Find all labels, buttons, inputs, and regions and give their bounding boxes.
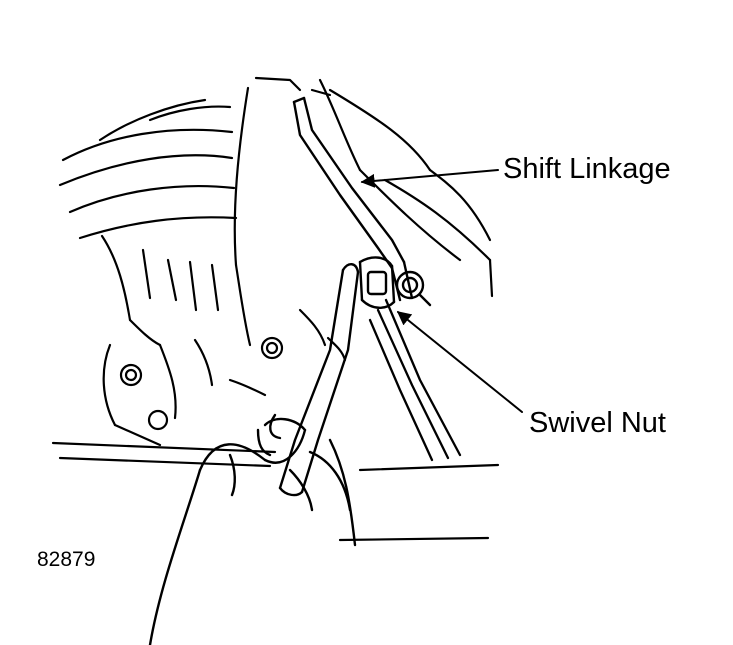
shift-linkage-rod [292, 96, 414, 302]
swivel-nut-label: Swivel Nut [529, 407, 666, 439]
swivel-nut-leader [396, 311, 523, 413]
linkage-cables [368, 298, 462, 462]
figure-number: 82879 [37, 548, 96, 571]
base-lines [51, 441, 500, 542]
swivel-nut-assembly [358, 256, 432, 309]
leader-lines [360, 169, 523, 413]
shift-linkage-label: Shift Linkage [503, 153, 671, 185]
hand [148, 413, 357, 645]
housing-bolts [102, 308, 347, 447]
shift-linkage-leader [360, 169, 499, 188]
transmission-housing [58, 76, 494, 420]
wrench [278, 263, 360, 497]
